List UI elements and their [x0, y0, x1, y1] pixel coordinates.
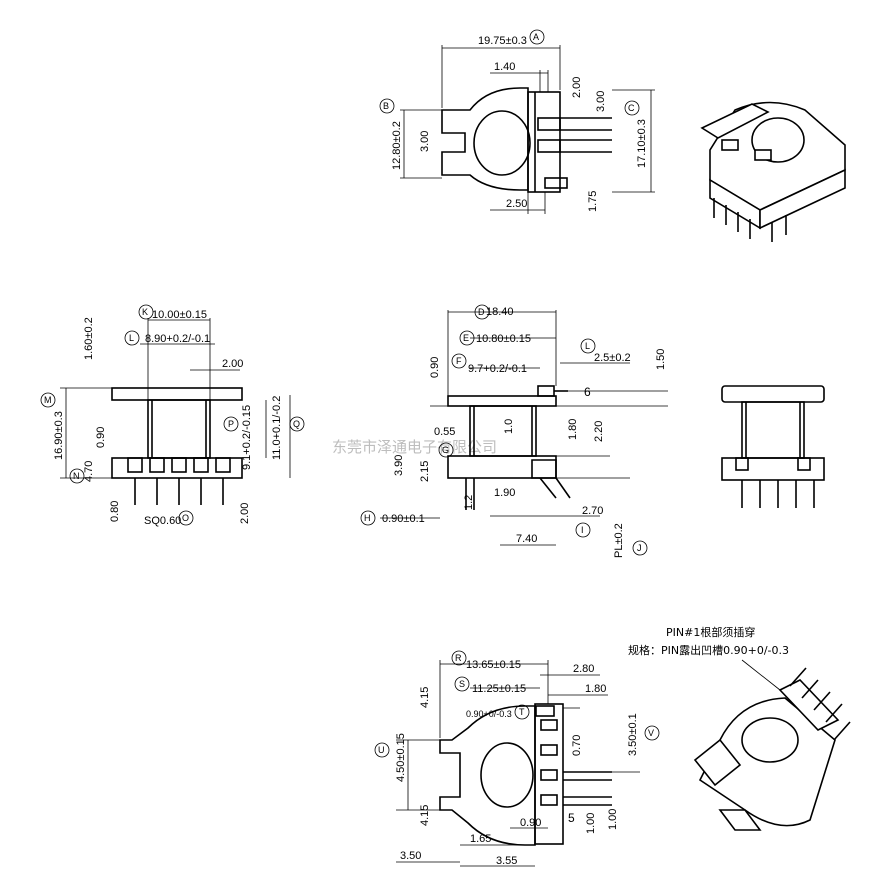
side-d25-label: 2.5±0.2 [594, 352, 631, 364]
bottom-d415-label: 4.15 [419, 687, 431, 708]
top-height-b-label: 12.80±0.2 [391, 121, 403, 170]
profile-view [721, 385, 825, 508]
front-sq-label: SQ0.60 [144, 515, 181, 527]
side-h-label: 0.90±0.1 [382, 513, 425, 525]
top-d300b-label: 3.00 [419, 131, 431, 152]
callout-j: J [637, 543, 642, 553]
side-view: 18.40 10.80±0.15 9.7+0.2/-0.1 2.5±0.2 0.… [360, 304, 668, 558]
top-d250-label: 2.50 [506, 198, 527, 210]
front-d080-label: 0.80 [109, 501, 121, 522]
callout-f: F [456, 356, 462, 366]
top-height-c-label: 17.10±0.3 [636, 119, 648, 168]
callout-g: G [442, 445, 449, 455]
side-d150-label: 1.50 [655, 349, 667, 370]
bottom-d100a-label: 1.00 [585, 813, 597, 834]
side-d055-label: 0.55 [434, 426, 455, 438]
note-line-1: PIN#1根部须插穿 [666, 625, 755, 639]
callout-p: P [228, 419, 234, 429]
front-d200b-label: 2.00 [239, 503, 251, 524]
front-width-k-label: 10.00±0.15 [152, 309, 207, 321]
callout-r: R [455, 653, 462, 663]
callout-l-front: L [129, 333, 134, 343]
callout-s: S [459, 679, 465, 689]
note-line-2: 规格：PIN露出凹槽0.90+0/-0.3 [628, 643, 789, 657]
callout-n: N [73, 471, 80, 481]
callout-u: U [378, 745, 385, 755]
front-d200-label: 2.00 [222, 358, 243, 370]
isometric-view-top [700, 101, 846, 242]
callout-k: K [142, 307, 148, 317]
callout-a: A [533, 32, 539, 42]
side-d740-label: 7.40 [516, 533, 537, 545]
callout-o: O [182, 513, 189, 523]
front-width-l-label: 8.90+0.2/-0.1 [145, 333, 210, 345]
front-d470-label: 4.70 [83, 461, 95, 482]
bottom-d165-label: 1.65 [470, 833, 491, 845]
side-d390-label: 3.90 [393, 455, 405, 476]
front-height-m-label: 16.90±0.3 [53, 411, 65, 460]
bottom-d180-label: 1.80 [585, 683, 606, 695]
side-d270-label: 2.70 [582, 505, 603, 517]
callout-v: V [648, 728, 654, 738]
top-d140-label: 1.40 [494, 61, 515, 73]
side-d220-label: 2.20 [593, 421, 605, 442]
bottom-u-label: 4.50±0.15 [395, 733, 407, 782]
side-pl-label: PL±0.2 [613, 523, 625, 558]
front-p-label: 9.1+0.2/-0.15 [241, 405, 253, 470]
side-width-d-label: 18.40 [486, 306, 514, 318]
bottom-d070-label: 0.70 [571, 735, 583, 756]
bottom-t-label: 0.90+0/-0.3 [466, 709, 512, 719]
top-view: 19.75±0.3 1.40 2.00 3.00 12.80±0.2 3.00 … [379, 29, 655, 214]
bottom-d100b-label: 1.00 [607, 809, 619, 830]
front-d160-label: 1.60±0.2 [83, 317, 95, 360]
top-d300-label: 3.00 [595, 91, 607, 112]
bottom-d090-label: 0.90 [520, 817, 541, 829]
bottom-v-label: 3.50±0.1 [627, 713, 639, 756]
bottom-view: 13.65±0.15 11.25±0.15 2.80 1.80 4.15 0.9… [374, 650, 660, 867]
top-d200-label: 2.00 [571, 77, 583, 98]
bottom-width-s-label: 11.25±0.15 [472, 683, 526, 695]
callout-l-side: L [585, 341, 590, 351]
side-d090-label: 0.90 [429, 357, 441, 378]
bottom-d355-label: 3.55 [496, 855, 517, 867]
callout-q: Q [293, 419, 300, 429]
callout-c: C [628, 103, 635, 113]
side-width-e-label: 10.80±0.15 [476, 333, 531, 345]
side-d190-label: 1.90 [494, 487, 515, 499]
callout-t: T [519, 707, 525, 717]
side-width-f-label: 9.7+0.2/-0.1 [468, 363, 527, 375]
side-d12-label: 1.2 [463, 495, 475, 510]
front-q-label: 11.0+0.1/-0.2 [271, 396, 283, 460]
top-d175-label: 1.75 [587, 191, 599, 212]
bottom-d350-label: 3.50 [400, 850, 421, 862]
bottom-d415b-label: 4.15 [419, 805, 431, 826]
callout-i: I [581, 525, 584, 535]
top-width-label: 19.75±0.3 [478, 35, 527, 47]
front-view: 10.00±0.15 8.90+0.2/-0.1 2.00 1.60±0.2 1… [40, 304, 305, 527]
side-d215-label: 2.15 [419, 461, 431, 482]
callout-h: H [364, 513, 371, 523]
front-d090-label: 0.90 [95, 427, 107, 448]
side-d180-label: 1.80 [567, 419, 579, 440]
callout-d: D [478, 307, 485, 317]
callout-e: E [463, 333, 469, 343]
callout-m: M [44, 395, 52, 405]
isometric-view-bottom: PIN#1根部须插穿 规格：PIN露出凹槽0.90+0/-0.3 [628, 625, 851, 831]
callout-b: B [383, 101, 389, 111]
watermark-text: 东莞市泽通电子有限公司 [332, 438, 497, 456]
side-d10-label: 1.0 [503, 419, 515, 434]
bottom-width-r-label: 13.65±0.15 [466, 659, 521, 671]
side-six-label: 6 [584, 385, 591, 399]
bottom-five-label: 5 [568, 811, 575, 825]
bottom-d280-label: 2.80 [573, 663, 594, 675]
